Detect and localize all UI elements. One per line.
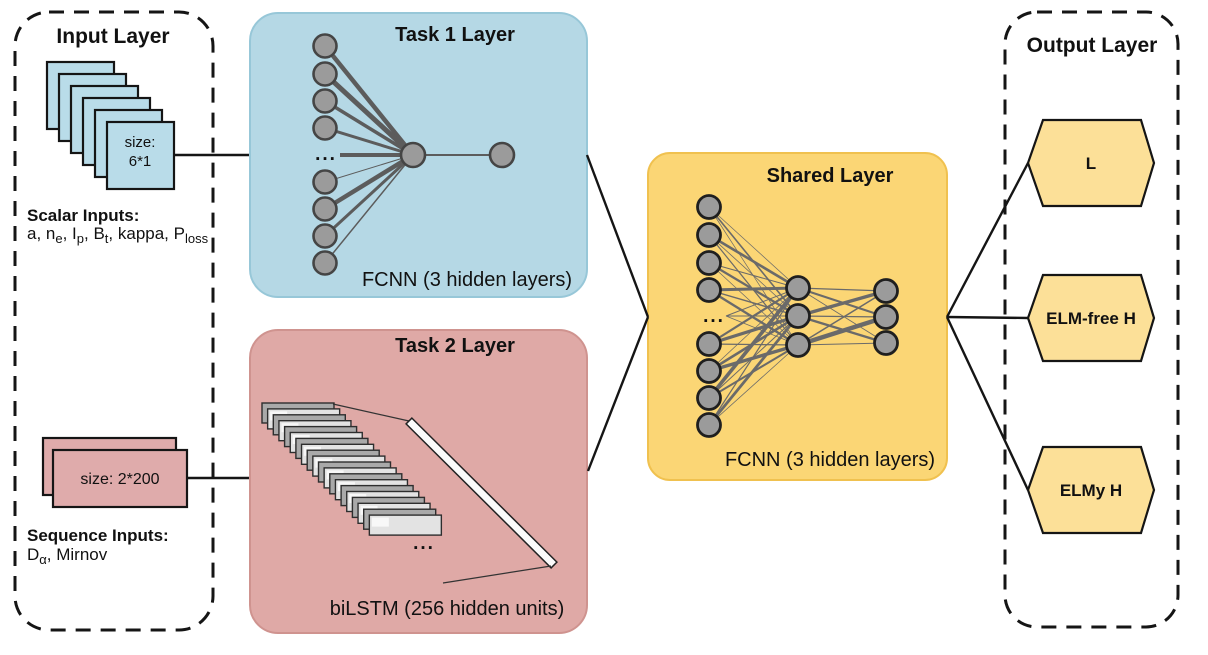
connection-line [797, 287, 887, 292]
neuron-node [312, 115, 338, 141]
neuron-node [696, 222, 722, 248]
task2-caption: biLSTM (256 hidden units) [330, 598, 565, 620]
neuron-node [696, 331, 722, 357]
bilstm-top-link [332, 403, 410, 422]
connection-line [708, 287, 799, 372]
neuron-node [696, 250, 722, 276]
task1-title: Task 1 Layer [395, 24, 515, 46]
neuron-node [696, 358, 722, 384]
neuron-node [312, 88, 338, 114]
neuron-node [873, 304, 899, 330]
connection-line [324, 154, 414, 183]
neuron-node [785, 303, 811, 329]
task1-ellipsis: ... [315, 144, 337, 165]
connection-line [797, 287, 887, 344]
shared-title: Shared Layer [767, 165, 894, 187]
connection-line [324, 126, 414, 157]
connection-line [323, 72, 415, 157]
bilstm-output-bar [405, 417, 558, 569]
connection-line [708, 262, 799, 289]
connection-line [708, 206, 799, 289]
connection-line [707, 286, 800, 400]
task1-caption: FCNN (3 hidden layers) [362, 269, 572, 291]
connection-line [323, 44, 415, 157]
neuron-node [696, 277, 722, 303]
neuron-node [312, 223, 338, 249]
connection-line [707, 315, 800, 426]
output-hexagon-elm-free-h: ELM-free H [1026, 273, 1156, 363]
hexagon-label: L [1086, 154, 1096, 173]
neuron-node [696, 385, 722, 411]
neuron-node [312, 33, 338, 59]
connection-line [708, 287, 799, 345]
bilstm-bottom-link [442, 565, 552, 584]
task2-ellipsis: ... [413, 533, 435, 554]
connection-line [797, 315, 887, 318]
connection-line [708, 262, 799, 346]
connection-line [797, 314, 887, 348]
shared-ellipsis: ... [703, 306, 725, 327]
neuron-node [312, 250, 338, 276]
connection-line [708, 286, 799, 292]
scalar-size-label-line1: size: [125, 134, 156, 151]
task2-title: Task 2 Layer [395, 335, 515, 357]
connection-line [708, 287, 799, 426]
lstm-cell-highlight [371, 517, 389, 527]
neuron-node [873, 278, 899, 304]
shared-caption: FCNN (3 hidden layers) [725, 449, 935, 471]
neuron-node [785, 275, 811, 301]
task1-to-shared-connector [585, 154, 650, 318]
task1-fcnn-network [312, 33, 516, 276]
hexagon-label: ELM-free H [1046, 309, 1136, 328]
hexagon-label: ELMy H [1060, 481, 1122, 500]
task2-panel [249, 329, 588, 634]
shared-fcnn-network [696, 194, 899, 438]
connection-line [797, 289, 887, 318]
scalar-inputs-vars: a, ne, Ip, Bt, kappa, Ploss [27, 224, 209, 246]
scalar-inputs-label: Scalar Inputs: [27, 206, 139, 225]
output-hexagon-l: L [1026, 118, 1156, 208]
output-layer-panel [1003, 10, 1180, 629]
stacked-card-front [51, 448, 189, 509]
scalar-input-stack: size: 6*1 [45, 60, 176, 191]
shared-to-output-elmfree-connector [946, 315, 1029, 320]
scalar-size-label-line2: 6*1 [129, 153, 152, 170]
input-layer-panel [13, 10, 215, 632]
neuron-node [873, 330, 899, 356]
sequence-inputs-label: Sequence Inputs: [27, 526, 169, 545]
neuron-node [696, 412, 722, 438]
hexagon-shape [1026, 445, 1156, 535]
hexagon-shape [1026, 273, 1156, 363]
connection-line [708, 343, 799, 373]
neuron-node [312, 169, 338, 195]
bilstm-staircase [261, 402, 443, 536]
neuron-node [312, 61, 338, 87]
connection-line [797, 342, 887, 346]
output-hexagon-elmy-h: ELMy H [1026, 445, 1156, 535]
shared-to-output-l-connector [945, 162, 1030, 318]
connection-line [708, 344, 799, 426]
neuron-node [785, 332, 811, 358]
neuron-node [696, 194, 722, 220]
connection-line [324, 99, 414, 157]
neuron-node [399, 141, 427, 169]
connection-line [797, 290, 887, 346]
connection-line [708, 233, 799, 290]
sequence-input-stack: size: 2*200 [41, 436, 189, 509]
hexagon-shape [1026, 118, 1156, 208]
connection-line [323, 153, 415, 211]
output-layer-title: Output Layer [1027, 34, 1158, 57]
input-layer-title: Input Layer [56, 25, 169, 48]
neuron-node [312, 196, 338, 222]
connection-line [324, 154, 414, 264]
neuron-node [488, 141, 516, 169]
shared-to-output-elmy-connector [945, 316, 1030, 491]
sequence-size-label: size: 2*200 [80, 471, 159, 488]
connection-line [323, 153, 415, 238]
sequence-inputs-vars: Dα, Mirnov [27, 545, 108, 567]
task2-to-shared-connector [586, 316, 650, 472]
